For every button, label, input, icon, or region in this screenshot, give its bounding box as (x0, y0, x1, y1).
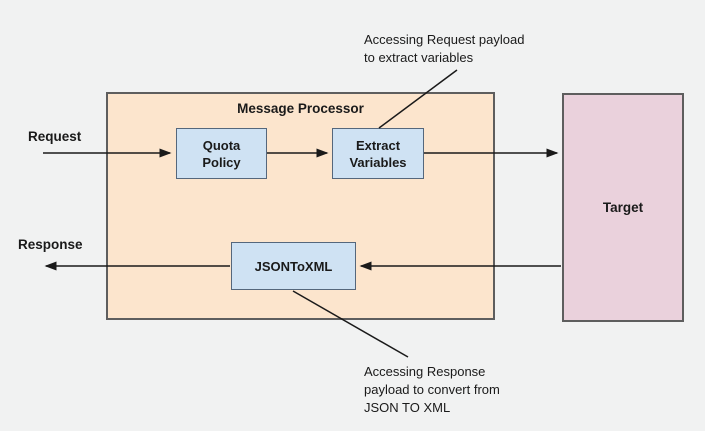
json-to-xml-label: JSONToXML (254, 258, 333, 274)
response-payload-annotation-line1: Accessing Response (364, 364, 486, 379)
message-processor-title: Message Processor (237, 101, 364, 116)
quota-policy-node: Quota Policy (176, 128, 267, 179)
request-payload-annotation-line2: to extract variables (364, 50, 474, 65)
extract-variables-label-line1: Extract (355, 137, 401, 153)
response-payload-annotation: Accessing Response payload to convert fr… (364, 363, 500, 417)
request-label: Request (28, 129, 82, 144)
quota-policy-label-line1: Quota (202, 137, 241, 153)
json-to-xml-node: JSONToXML (231, 242, 356, 290)
response-payload-annotation-line2: payload to convert from (364, 382, 500, 397)
quota-policy-label-line2: Policy (202, 154, 241, 170)
response-payload-annotation-line3: JSON TO XML (364, 400, 451, 415)
extract-variables-node: Extract Variables (332, 128, 424, 179)
request-payload-annotation-line1: Accessing Request payload (364, 32, 525, 47)
target-label: Target (602, 200, 644, 215)
target-node: Target (562, 93, 684, 322)
response-label: Response (18, 237, 83, 252)
request-payload-annotation: Accessing Request payload to extract var… (364, 31, 524, 67)
extract-variables-label-line2: Variables (349, 154, 407, 170)
